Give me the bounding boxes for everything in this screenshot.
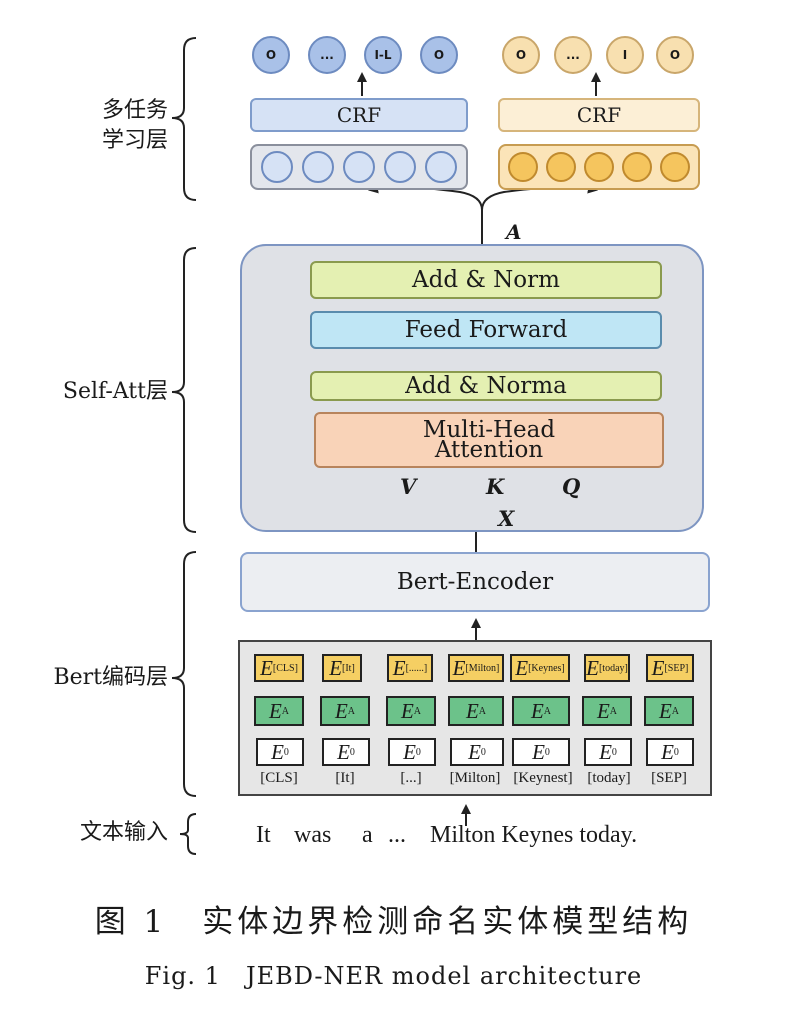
output-right-2: I: [606, 36, 644, 74]
token-label: [Milton]: [449, 770, 501, 786]
token-embedding-ellipsis: E[......]: [387, 654, 433, 682]
hidden-right-node: [660, 152, 690, 182]
hidden-right-node: [622, 152, 652, 182]
input-word: It: [256, 822, 271, 848]
hidden-right-node: [546, 152, 576, 182]
brace-self-att: [171, 247, 197, 533]
label-self-att-layer: Self-Att层: [62, 379, 168, 404]
hidden-left-node: [302, 151, 334, 183]
add-norm-top: Add & Norm: [310, 261, 662, 299]
hidden-left-node: [343, 151, 375, 183]
hidden-row-right: [498, 144, 700, 190]
hidden-left-node: [261, 151, 293, 183]
token-embedding-cls: E[CLS]: [254, 654, 304, 682]
label-V: V: [400, 474, 417, 499]
label-bert-layer: Bert编码层: [53, 665, 168, 690]
brace-multitask: [171, 37, 197, 201]
multi-head-line2: Attention: [434, 437, 544, 463]
token-label: [today]: [587, 770, 631, 786]
token-embedding-sep: E[SEP]: [646, 654, 694, 682]
output-left-0: O: [252, 36, 290, 74]
crf-left: CRF: [250, 98, 468, 132]
caption-chinese: 图 1 实体边界检测命名实体模型结构: [94, 904, 693, 940]
input-word: was: [294, 822, 332, 848]
token-embedding-milton: E[Milton]: [448, 654, 504, 682]
label-text-input: 文本输入: [79, 820, 168, 845]
bert-encoder: Bert-Encoder: [240, 552, 710, 612]
output-left-2: I-L: [364, 36, 402, 74]
hidden-left-node: [384, 151, 416, 183]
input-word: ...: [388, 822, 406, 848]
crf-right: CRF: [498, 98, 700, 132]
token-label: [CLS]: [260, 770, 298, 786]
token-label: [...]: [400, 770, 422, 786]
output-left-3: O: [420, 36, 458, 74]
hidden-row-left: [250, 144, 468, 190]
hidden-left-node: [425, 151, 457, 183]
output-right-1: ...: [554, 36, 592, 74]
add-norm-bottom: Add & Norma: [310, 371, 662, 401]
token-label: [It]: [335, 770, 355, 786]
token-label: [SEP]: [651, 770, 687, 786]
multi-head-attention: Multi-Head Attention: [314, 412, 664, 468]
token-label: [Keynest]: [513, 770, 573, 786]
label-multitask-layer: 多任务 学习层: [101, 98, 168, 153]
input-word: a: [362, 822, 373, 848]
token-embedding-keynes: E[Keynes]: [510, 654, 570, 682]
feed-forward: Feed Forward: [310, 311, 662, 349]
input-word: Milton Keynes today.: [430, 822, 638, 848]
token-embedding-it: E[It]: [322, 654, 362, 682]
output-right-3: O: [656, 36, 694, 74]
label-K: K: [486, 474, 505, 499]
output-right-0: O: [502, 36, 540, 74]
token-embedding-today: E[today]: [584, 654, 630, 682]
hidden-right-node: [584, 152, 614, 182]
output-left-1: ...: [308, 36, 346, 74]
label-A: A: [506, 220, 522, 244]
multi-head-line1: Multi-Head: [422, 417, 556, 443]
brace-text-input: [179, 813, 197, 855]
label-X: X: [498, 506, 515, 531]
label-Q: Q: [562, 474, 581, 499]
brace-bert: [171, 551, 197, 797]
caption-english: Fig. 1 JEBD-NER model architecture: [144, 962, 643, 990]
hidden-right-node: [508, 152, 538, 182]
